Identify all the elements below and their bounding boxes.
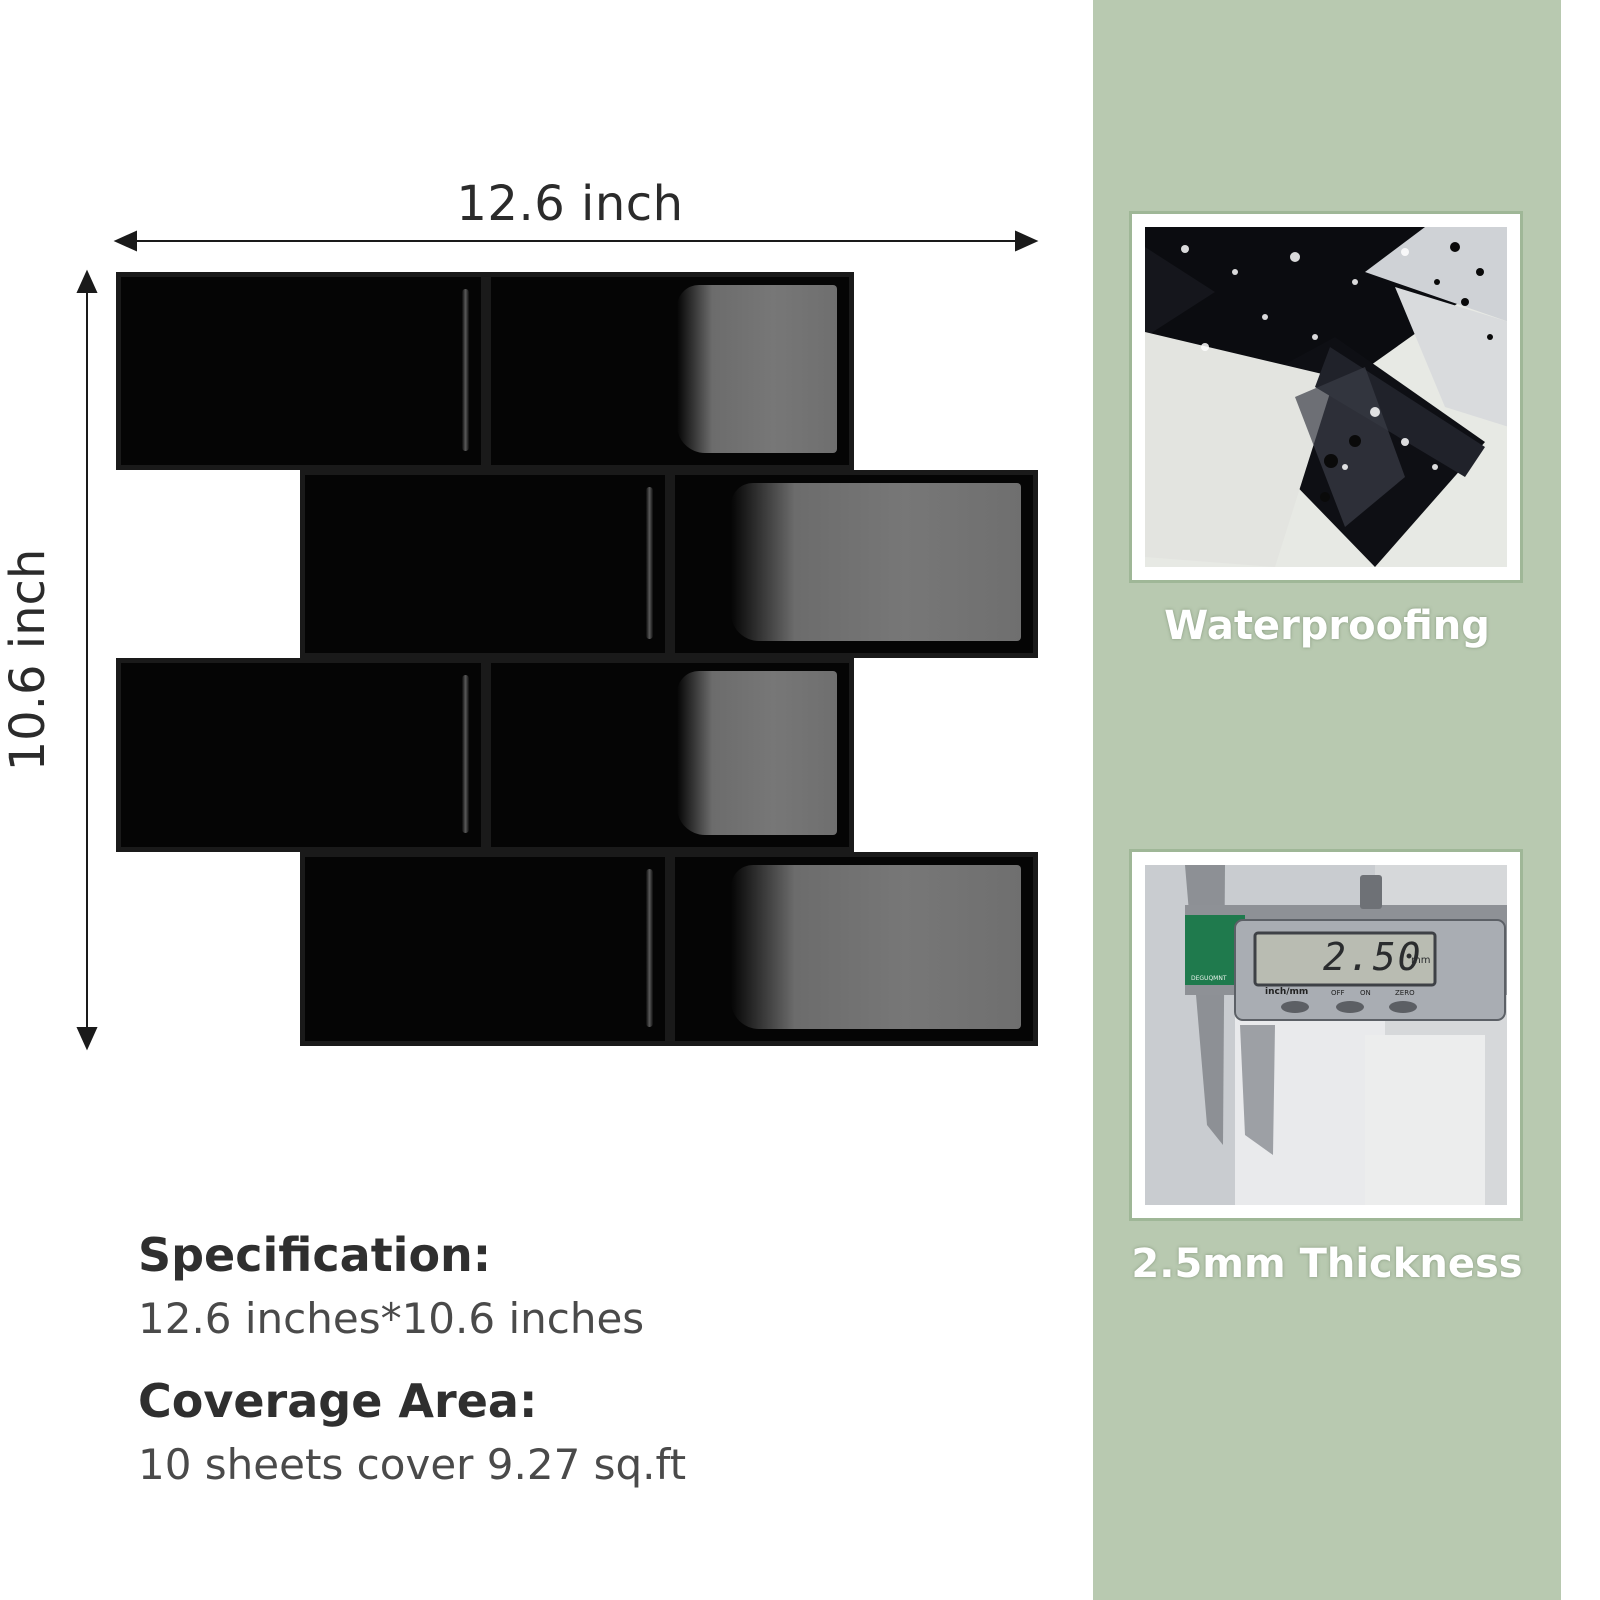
dimension-arrows	[76, 230, 1039, 1051]
tile	[670, 852, 1038, 1046]
thickness-caption: 2.5mm Thickness	[1131, 1241, 1523, 1287]
coverage-title: Coverage Area:	[138, 1374, 538, 1428]
coverage-value: 10 sheets cover 9.27 sq.ft	[138, 1440, 687, 1489]
caliper-off-label: OFF	[1331, 989, 1345, 997]
caliper-photo: 2.50 mm DEGUQMNT inch/mm OFF ON ZERO	[1145, 865, 1507, 1205]
width-label: 12.6 inch	[456, 176, 684, 232]
height-label: 10.6 inch	[0, 548, 56, 772]
caliper-brand: DEGUQMNT	[1191, 975, 1227, 982]
tile	[300, 470, 670, 658]
tile-bevel	[462, 289, 469, 451]
thickness-photo-frame: 2.50 mm DEGUQMNT inch/mm OFF ON ZERO	[1129, 849, 1523, 1221]
tile	[670, 470, 1038, 658]
waterproofing-photo-frame	[1129, 211, 1523, 583]
tile	[116, 272, 486, 470]
tile	[116, 658, 486, 852]
tile-gloss	[731, 865, 1021, 1029]
waterproofing-caption: Waterproofing	[1164, 603, 1490, 649]
height-arrow	[76, 269, 98, 1051]
tile	[486, 272, 854, 470]
tile-bevel	[646, 869, 653, 1027]
caliper-reading: 2.50	[1323, 935, 1423, 979]
tile	[486, 658, 854, 852]
specification-title: Specification:	[138, 1228, 492, 1282]
water-droplets-photo	[1145, 227, 1507, 567]
width-arrow	[113, 230, 1039, 252]
caliper-mode-label: inch/mm	[1265, 987, 1309, 997]
caliper-on-label: ON	[1360, 989, 1371, 997]
caliper-zero-label: ZERO	[1395, 989, 1415, 997]
feature-panel: Waterproofing	[1093, 0, 1561, 1600]
caliper-unit: mm	[1411, 955, 1431, 966]
tile	[300, 852, 670, 1046]
tile-gloss	[731, 483, 1021, 641]
tile-gloss	[677, 285, 837, 453]
tile-bevel	[462, 675, 469, 833]
tile-gloss	[677, 671, 837, 835]
specification-value: 12.6 inches*10.6 inches	[138, 1294, 645, 1343]
tile-bevel	[646, 487, 653, 639]
